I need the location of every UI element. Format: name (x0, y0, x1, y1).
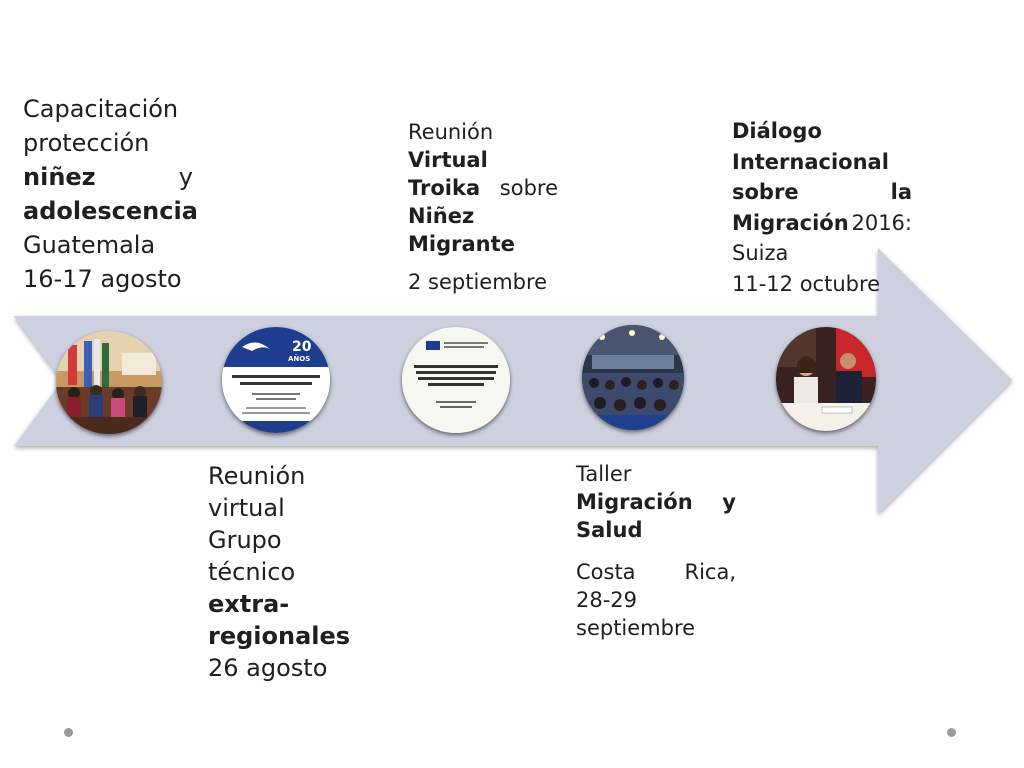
event-3-text: Reunión Virtual Troika sobre Niñez Migra… (408, 118, 558, 296)
event-2-line4: técnico (208, 558, 296, 586)
event-5-line5: Suiza (732, 241, 789, 265)
event-1-line4: adolescencia (23, 197, 198, 225)
right-nav-dot (947, 728, 956, 737)
document-cover-20-anos-icon: 20 AÑOS (222, 327, 330, 433)
event-5-line2: Internacional (732, 149, 889, 174)
speakers-panel-photo-icon (776, 327, 876, 431)
event-1-photo (56, 331, 162, 434)
event-4-line3: Salud (576, 518, 643, 542)
event-3-line3: Troika sobre (408, 174, 558, 202)
event-5-line4-rest: 2016: (851, 210, 912, 235)
event-1-line3: niñez y (23, 160, 193, 194)
event-4-line1: Taller (576, 462, 632, 486)
event-5-photo (776, 327, 876, 431)
event-3-line1: Reunión (408, 120, 494, 144)
event-5-line4: Migración 2016: (732, 208, 912, 239)
event-5-line4-bold: Migración (732, 210, 849, 235)
event-1-line1: Capacitación (23, 95, 179, 123)
event-5-line3-rest: la (890, 180, 912, 204)
event-4-place: Costa Rica, (576, 558, 736, 586)
document-cover-mecanismo-icon (402, 327, 510, 433)
event-4-date-line1: 28-29 (576, 588, 638, 612)
event-5-text: Diálogo Internacional sobre la Migración… (732, 116, 912, 299)
event-5-date: 11-12 octubre (732, 271, 881, 296)
event-4-date-line2: septiembre (576, 616, 696, 640)
event-2-line3: Grupo (208, 526, 282, 554)
event-4-place-word: Costa (576, 560, 636, 584)
event-4-line2-bold: Migración (576, 490, 693, 514)
event-3-line5: Migrante (408, 232, 515, 256)
event-1-date: 16-17 agosto (23, 265, 182, 293)
event-5-line1: Diálogo (732, 119, 822, 143)
left-nav-dot (64, 728, 73, 737)
event-3-photo (402, 327, 510, 433)
event-3-date: 2 septiembre (408, 270, 548, 294)
event-4-text: Taller Migración y Salud Costa Rica, 28-… (576, 460, 736, 642)
event-2-line2: virtual (208, 494, 285, 522)
event-4-photo (582, 325, 684, 430)
event-1-line2: protección (23, 129, 150, 157)
svg-text:AÑOS: AÑOS (288, 354, 310, 363)
event-3-line3-bold: Troika (408, 176, 481, 200)
event-1-line5: Guatemala (23, 231, 156, 259)
event-1-line3-conj: y (178, 163, 193, 191)
event-2-text: Reunión virtual Grupo técnico extra- reg… (208, 460, 351, 684)
event-3-line2: Virtual (408, 148, 488, 172)
event-2-line6: regionales (208, 622, 351, 650)
event-3-line3-rest: sobre (499, 176, 558, 200)
event-3-line4: Niñez (408, 204, 475, 228)
event-5-line3: sobre la (732, 177, 912, 208)
event-4-place-rest: Rica, (684, 560, 736, 584)
event-2-line1: Reunión (208, 462, 306, 490)
event-1-text: Capacitación protección niñez y adolesce… (23, 92, 198, 296)
event-5-line3-bold: sobre (732, 180, 799, 204)
event-4-line2-conj: y (722, 490, 736, 514)
svg-text:20: 20 (292, 339, 312, 355)
event-2-line5: extra- (208, 590, 290, 618)
event-2-photo: 20 AÑOS (222, 327, 330, 433)
event-2-date: 26 agosto (208, 654, 328, 682)
meeting-room-photo-icon (56, 331, 162, 434)
conference-hall-photo-icon (582, 325, 684, 430)
event-4-line2: Migración y (576, 488, 736, 516)
event-1-line3-bold: niñez (23, 163, 96, 191)
